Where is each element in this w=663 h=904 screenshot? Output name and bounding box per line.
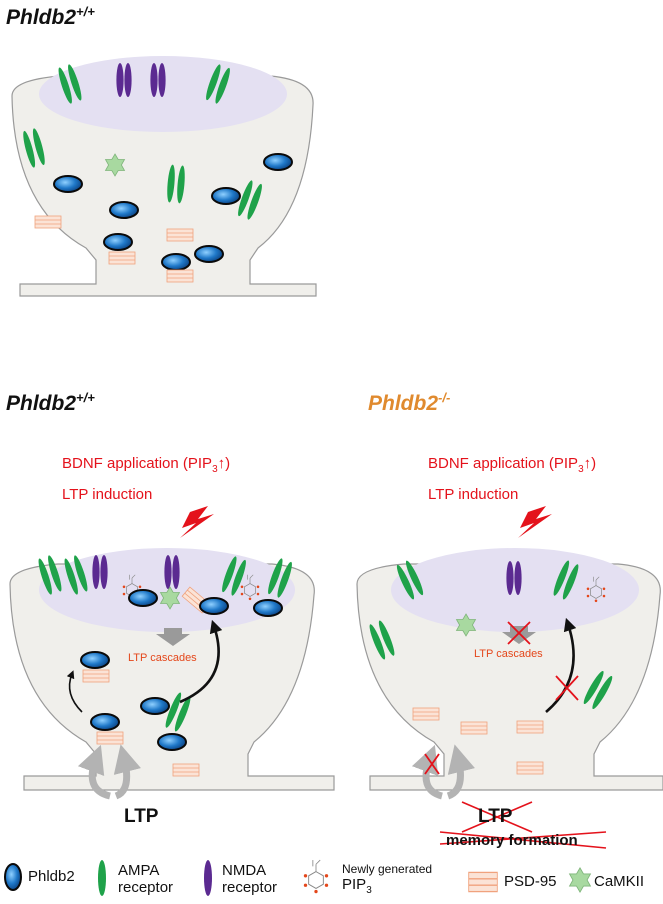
bottom-right-title: Phldb2-/- (368, 390, 451, 415)
bottom-left-title: Phldb2+/+ (6, 390, 95, 415)
phldb2-molecule (263, 153, 293, 171)
legend-camkii-symbol (569, 867, 591, 893)
recycling-arrow-icon (113, 744, 141, 800)
legend-psd95-symbol (468, 871, 498, 893)
recycling-arrow-icon (77, 744, 112, 800)
legend-pip3-label: Newly generated PIP3 (342, 862, 433, 896)
psd95-block (96, 731, 124, 745)
psd95-block (166, 228, 194, 242)
down-arrow-icon (502, 626, 536, 644)
bottom-right-content (367, 506, 615, 849)
top-panel-title: Phldb2+/+ (6, 4, 95, 29)
bottom-left-ltp-label: LTP (124, 806, 159, 827)
recycling-arrow-icon (446, 744, 475, 800)
phldb2-molecule (161, 253, 191, 271)
psd95-block (172, 763, 200, 777)
legend-phldb2-label: Phldb2 (28, 868, 75, 885)
legend-ampa-symbol (98, 860, 106, 896)
psd95-block (82, 669, 110, 683)
phldb2-molecule (103, 233, 133, 251)
curved-arrow-icon (179, 619, 223, 704)
phldb2-molecule (194, 245, 224, 263)
curved-arrow-icon (545, 617, 577, 713)
phldb2-molecule (80, 651, 110, 669)
curved-arrow-icon (66, 670, 83, 713)
phldb2-molecule (128, 589, 158, 607)
bottom-left-ltp-induction: LTP induction (62, 486, 153, 503)
down-arrow-icon (156, 628, 190, 646)
legend-phldb2-symbol (4, 863, 22, 891)
lightning-icon (180, 506, 214, 538)
bottom-right-ltp-label: LTP (478, 806, 513, 827)
bottom-right-ltp-cascades: LTP cascades (474, 648, 543, 660)
psd95-block (412, 707, 440, 721)
phldb2-molecule (140, 697, 170, 715)
psd95-block (516, 761, 544, 775)
bottom-right-memory-label: memory formation (446, 832, 578, 849)
phldb2-molecule (53, 175, 83, 193)
bottom-right-bdnf-label: BDNF application (PIP3↑) (428, 455, 597, 475)
legend-symbols (4, 859, 591, 896)
legend-pip3-symbol (303, 859, 329, 894)
legend-nmda-symbol (204, 860, 212, 896)
bottom-left-ltp-cascades: LTP cascades (128, 652, 197, 664)
legend-camkii-label: CaMKII (594, 873, 645, 890)
bottom-left-bdnf-label: BDNF application (PIP3↑) (62, 455, 231, 475)
bottom-left-content (36, 506, 295, 800)
phldb2-molecule (211, 187, 241, 205)
phldb2-molecule (90, 713, 120, 731)
phldb2-molecule (253, 599, 283, 617)
phldb2-molecule (199, 597, 229, 615)
bottom-right-ltp-induction: LTP induction (428, 486, 519, 503)
psd95-block (460, 721, 488, 735)
lightning-icon (518, 506, 552, 538)
psd95-block (108, 251, 136, 265)
phldb2-molecule (109, 201, 139, 219)
psd95-block (166, 269, 194, 283)
recycling-arrow-icon (411, 744, 444, 800)
phldb2-molecule (157, 733, 187, 751)
psd95-block (516, 720, 544, 734)
psd95-block (34, 215, 62, 229)
legend-psd95-label: PSD-95 (504, 873, 557, 890)
